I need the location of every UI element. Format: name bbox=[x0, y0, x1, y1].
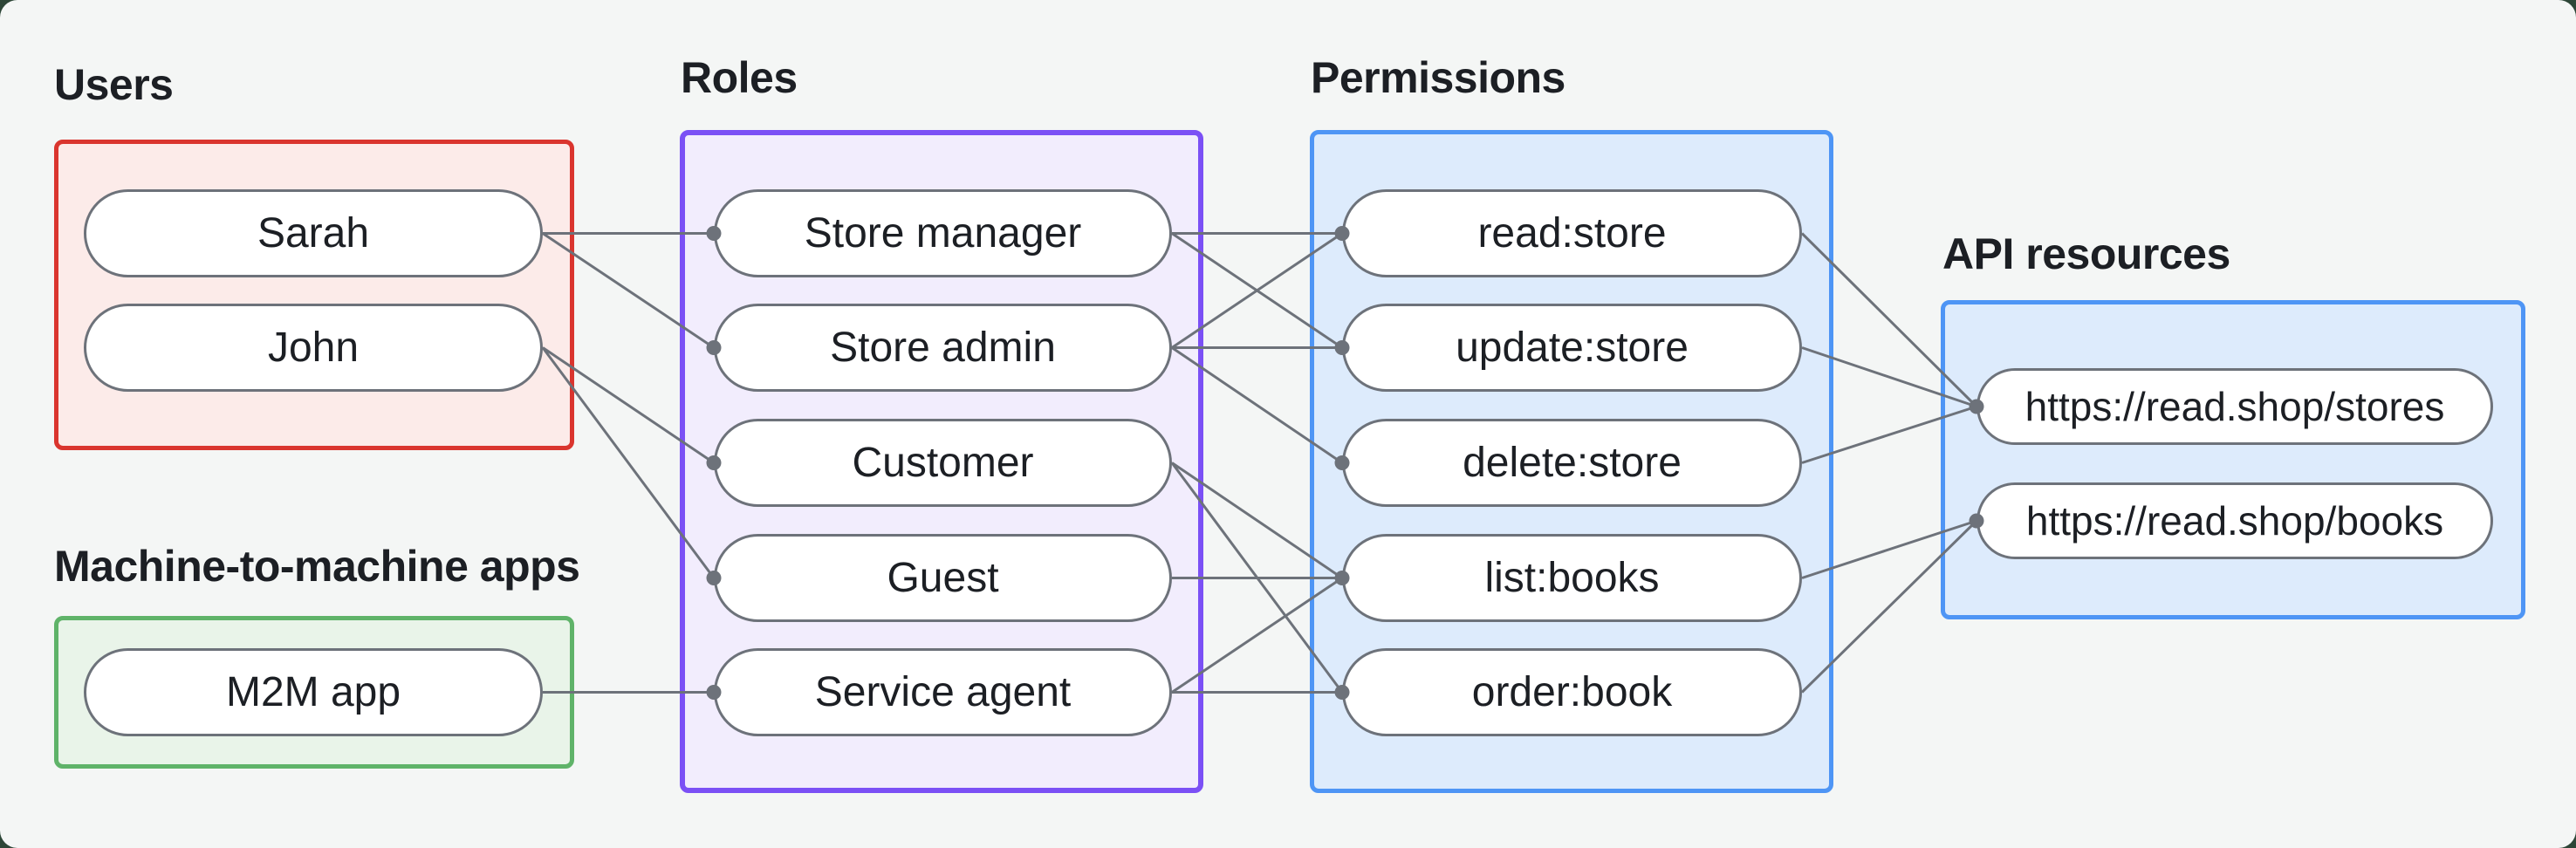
section-label-m2m-apps: Machine-to-machine apps bbox=[54, 542, 580, 591]
node-m2m-app: M2M app bbox=[84, 648, 543, 736]
node-user-john: John bbox=[84, 304, 543, 392]
node-permission-read-store: read:store bbox=[1342, 189, 1802, 277]
node-role-service-agent: Service agent bbox=[714, 648, 1172, 736]
section-label-api-resources: API resources bbox=[1942, 229, 2230, 278]
node-role-store-admin: Store admin bbox=[714, 304, 1172, 392]
node-api-resource-books: https://read.shop/books bbox=[1977, 482, 2493, 559]
node-role-store-manager: Store manager bbox=[714, 189, 1172, 277]
node-role-guest: Guest bbox=[714, 534, 1172, 622]
node-permission-order-book: order:book bbox=[1342, 648, 1802, 736]
node-permission-delete-store: delete:store bbox=[1342, 419, 1802, 507]
section-label-users: Users bbox=[54, 60, 174, 109]
api-resources-group-box bbox=[1941, 300, 2525, 619]
section-label-permissions: Permissions bbox=[1311, 53, 1565, 102]
section-label-roles: Roles bbox=[681, 53, 798, 102]
users-group-box bbox=[54, 140, 574, 450]
node-permission-list-books: list:books bbox=[1342, 534, 1802, 622]
node-api-resource-stores: https://read.shop/stores bbox=[1977, 368, 2493, 445]
node-permission-update-store: update:store bbox=[1342, 304, 1802, 392]
node-role-customer: Customer bbox=[714, 419, 1172, 507]
node-user-sarah: Sarah bbox=[84, 189, 543, 277]
